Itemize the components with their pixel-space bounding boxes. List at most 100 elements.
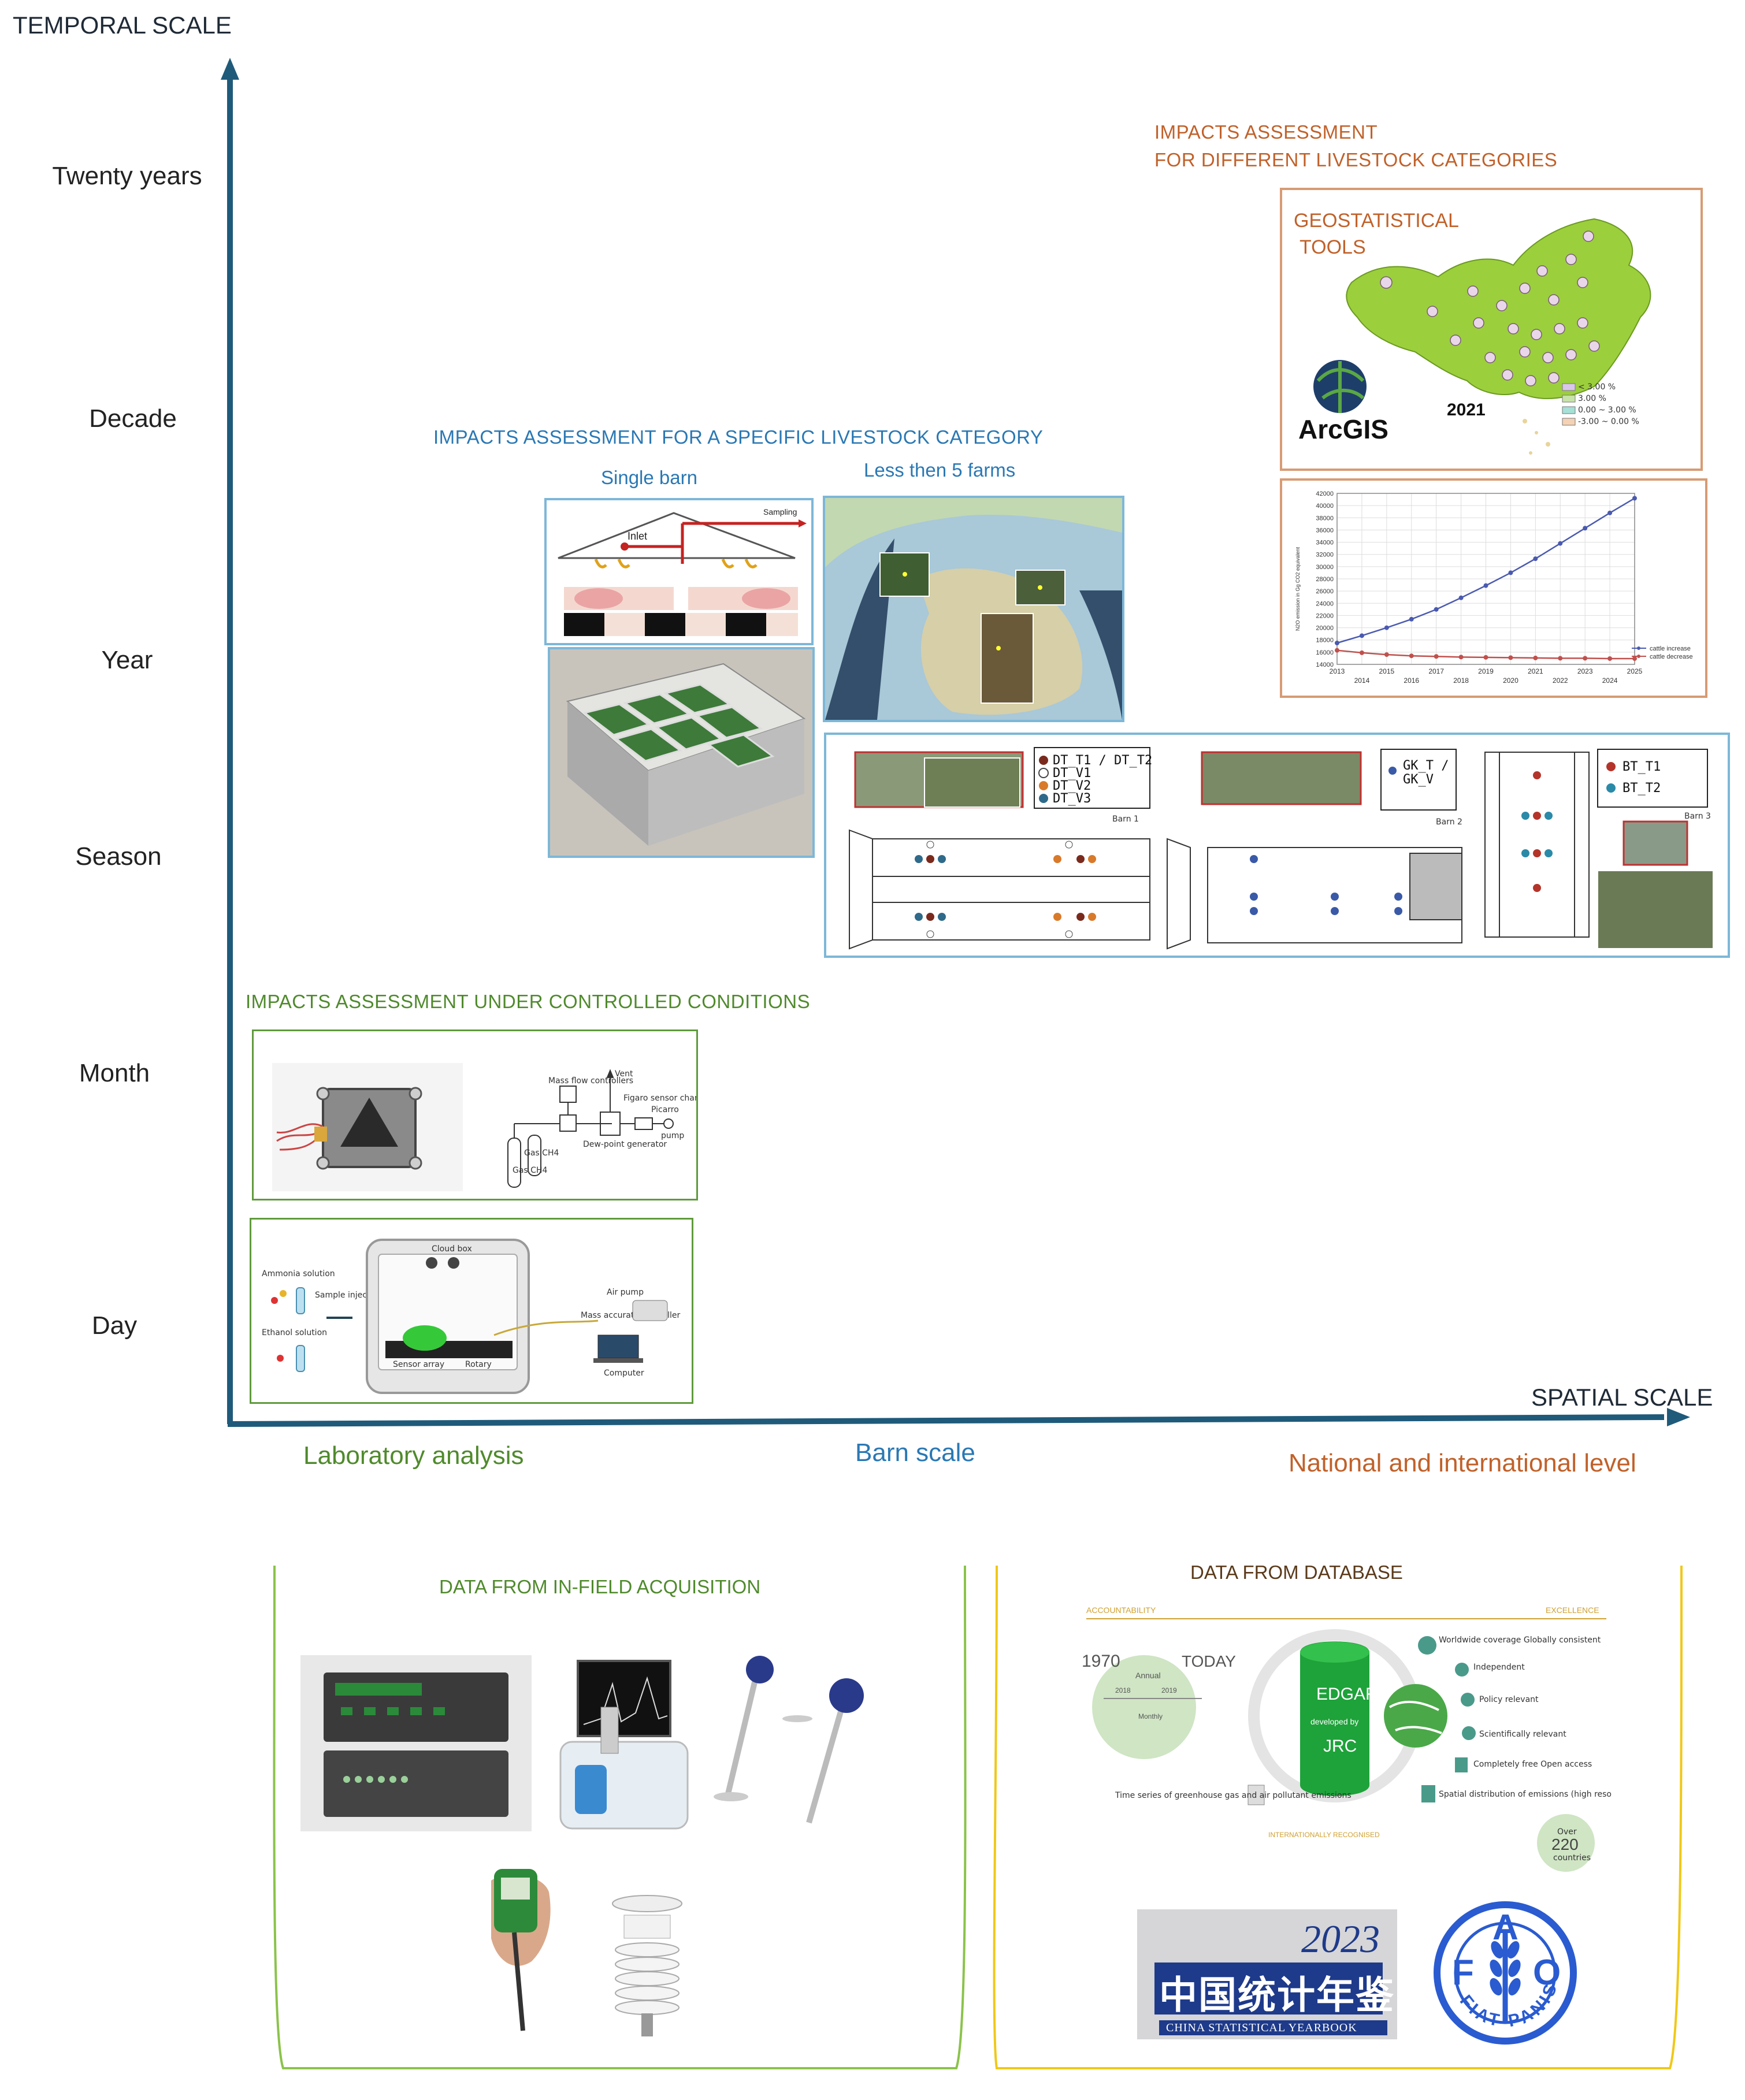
time-label-day: Day <box>91 1311 138 1340</box>
station-top <box>612 1895 682 1912</box>
map-legend-2: 3.00 % <box>1578 394 1606 403</box>
flow-label-figaro: Figaro sensor chamber <box>623 1094 696 1103</box>
china-map: ArcGIS 2021 < 3.00 % 3.00 % 0.00 ~ 3.00 … <box>1298 218 1651 455</box>
chart-data-point <box>1384 625 1389 630</box>
analyzer-monitor <box>577 1660 671 1737</box>
probe-head-left <box>746 1656 774 1683</box>
feature-policy: Policy relevant <box>1479 1695 1539 1704</box>
chart-x-tick-label: 2024 <box>1602 677 1618 685</box>
chart-data-point <box>1508 570 1513 575</box>
sampling-label: Sampling <box>763 507 797 516</box>
legend-gk-v: GK_V <box>1403 772 1434 787</box>
barn3-legend-frame <box>1597 749 1708 808</box>
countries-bubble <box>1537 1814 1595 1872</box>
timeseries-icon <box>1248 1785 1265 1805</box>
lab-sensor-box: Mass flow controllers Vent Figaro sensor… <box>252 1029 716 1200</box>
lab-sensor-illustration: Mass flow controllers Vent Figaro sensor… <box>272 1063 716 1191</box>
time-label-month: Month <box>79 1059 150 1087</box>
barn-roof <box>558 512 796 559</box>
meter-probe <box>512 1932 525 2031</box>
rotary-platform <box>385 1341 513 1358</box>
legend-dot-dt-v1 <box>1038 768 1049 778</box>
probe-head-right <box>829 1678 864 1713</box>
national-title-line1: IMPACTS ASSESSMENT <box>1154 121 1378 143</box>
zoom-cone-left <box>825 538 894 720</box>
countries-number: 220 <box>1551 1835 1579 1853</box>
fao-letter-a: A <box>1492 1908 1518 1947</box>
flow-label-pump: pump <box>661 1131 684 1140</box>
pie-markers <box>1380 231 1600 386</box>
map-legend <box>1562 383 1576 426</box>
chart-x-tick-label: 2016 <box>1404 677 1419 685</box>
edgar-cylinder <box>1300 1641 1369 1796</box>
legend-dt-v2: DT_V2 <box>1053 779 1091 793</box>
map-year: 2021 <box>1447 400 1486 419</box>
single-barn-label: Single barn <box>601 467 697 488</box>
y-axis-arrowhead <box>221 58 239 80</box>
chart-legend-label: cattle decrease <box>1650 653 1693 660</box>
sensor-cone <box>340 1098 398 1147</box>
yearbook-english-title: CHINA STATISTICAL YEARBOOK <box>1166 2021 1357 2034</box>
station-mount <box>641 2013 653 2036</box>
edgar-excellence: EXCELLENCE <box>1546 1605 1599 1615</box>
chart-y-tick-label: 24000 <box>1316 600 1334 607</box>
countries-over: Over <box>1557 1827 1577 1837</box>
chart-x-tick-label: 2018 <box>1453 677 1469 685</box>
axes-svg <box>221 58 1690 1427</box>
map-legend-1: < 3.00 % <box>1578 382 1616 392</box>
chart-x-tick-label: 2023 <box>1577 667 1593 675</box>
farm-marker <box>903 572 907 577</box>
map-legend-4: -3.00 ~ 0.00 % <box>1578 417 1639 426</box>
chart-y-tick-label: 36000 <box>1316 527 1334 534</box>
barn3-plan <box>1484 752 1590 938</box>
flow-label-picarro: Picarro <box>651 1105 679 1114</box>
flow-label-vent: Vent <box>615 1069 633 1079</box>
barn3-sensors <box>1521 771 1553 892</box>
chart-y-tick-label: 22000 <box>1316 612 1334 619</box>
feature-spatial: Spatial distribution of emissions (high … <box>1439 1790 1612 1799</box>
legend-bt-t1: BT_T1 <box>1623 760 1661 774</box>
spatial-label-laboratory: Laboratory analysis <box>303 1441 524 1470</box>
chamber-label-sample: Sample injector <box>315 1291 378 1300</box>
chamber-label-sensor: Sensor array <box>393 1360 444 1369</box>
chart-legend-label: cattle increase <box>1650 645 1691 652</box>
chart-plot-frame <box>1336 493 1635 665</box>
flow-label-gas2: Gas CH4 <box>513 1166 547 1175</box>
countries-label: countries <box>1553 1853 1591 1863</box>
probe-flange <box>714 1792 748 1801</box>
logger-unit-bottom <box>324 1750 508 1817</box>
chart-data-point <box>1632 496 1637 501</box>
solution-vial <box>296 1287 305 1314</box>
flow-label-mass-flow: Mass flow controllers <box>548 1076 633 1086</box>
chart-data-point <box>1359 633 1364 638</box>
chamber-bolt <box>409 1087 422 1101</box>
chart-x-tick-label: 2022 <box>1553 677 1568 685</box>
zoom-cone-right <box>1079 590 1122 720</box>
barn1-tag: Barn 1 <box>1112 815 1139 824</box>
chart-x-tick-label: 2013 <box>1330 667 1345 675</box>
x-axis-title: SPATIAL SCALE <box>1531 1384 1713 1411</box>
national-title-line2: FOR DIFFERENT LIVESTOCK CATEGORIES <box>1154 149 1558 170</box>
arcgis-globe-land <box>1316 361 1365 413</box>
logger-buttons <box>341 1707 445 1715</box>
device-knob <box>448 1257 459 1269</box>
molecule <box>271 1297 278 1304</box>
logger-channels <box>343 1776 408 1783</box>
barn1-aerial <box>924 757 1020 808</box>
station-sensor <box>623 1915 671 1939</box>
chart-data-point <box>1607 656 1613 661</box>
spatial-label-barn: Barn scale <box>855 1439 975 1467</box>
analyzer-probe <box>600 1707 619 1754</box>
chart-legend-marker <box>1637 655 1640 658</box>
feature-scientific: Scientifically relevant <box>1479 1730 1566 1739</box>
arcgis-label: ArcGIS <box>1298 414 1388 444</box>
chamber-bolt <box>316 1087 330 1101</box>
barn2-sensors <box>1250 855 1402 915</box>
year-today: TODAY <box>1182 1652 1236 1670</box>
chamber-bolt <box>409 1156 422 1170</box>
legend-dot-bt-t1 <box>1606 762 1616 771</box>
probe-rod-right <box>806 1700 846 1824</box>
south-sea-islands <box>1523 419 1550 455</box>
chart-x-tick-label: 2014 <box>1354 677 1370 685</box>
chart-x-tick-label: 2025 <box>1627 667 1643 675</box>
